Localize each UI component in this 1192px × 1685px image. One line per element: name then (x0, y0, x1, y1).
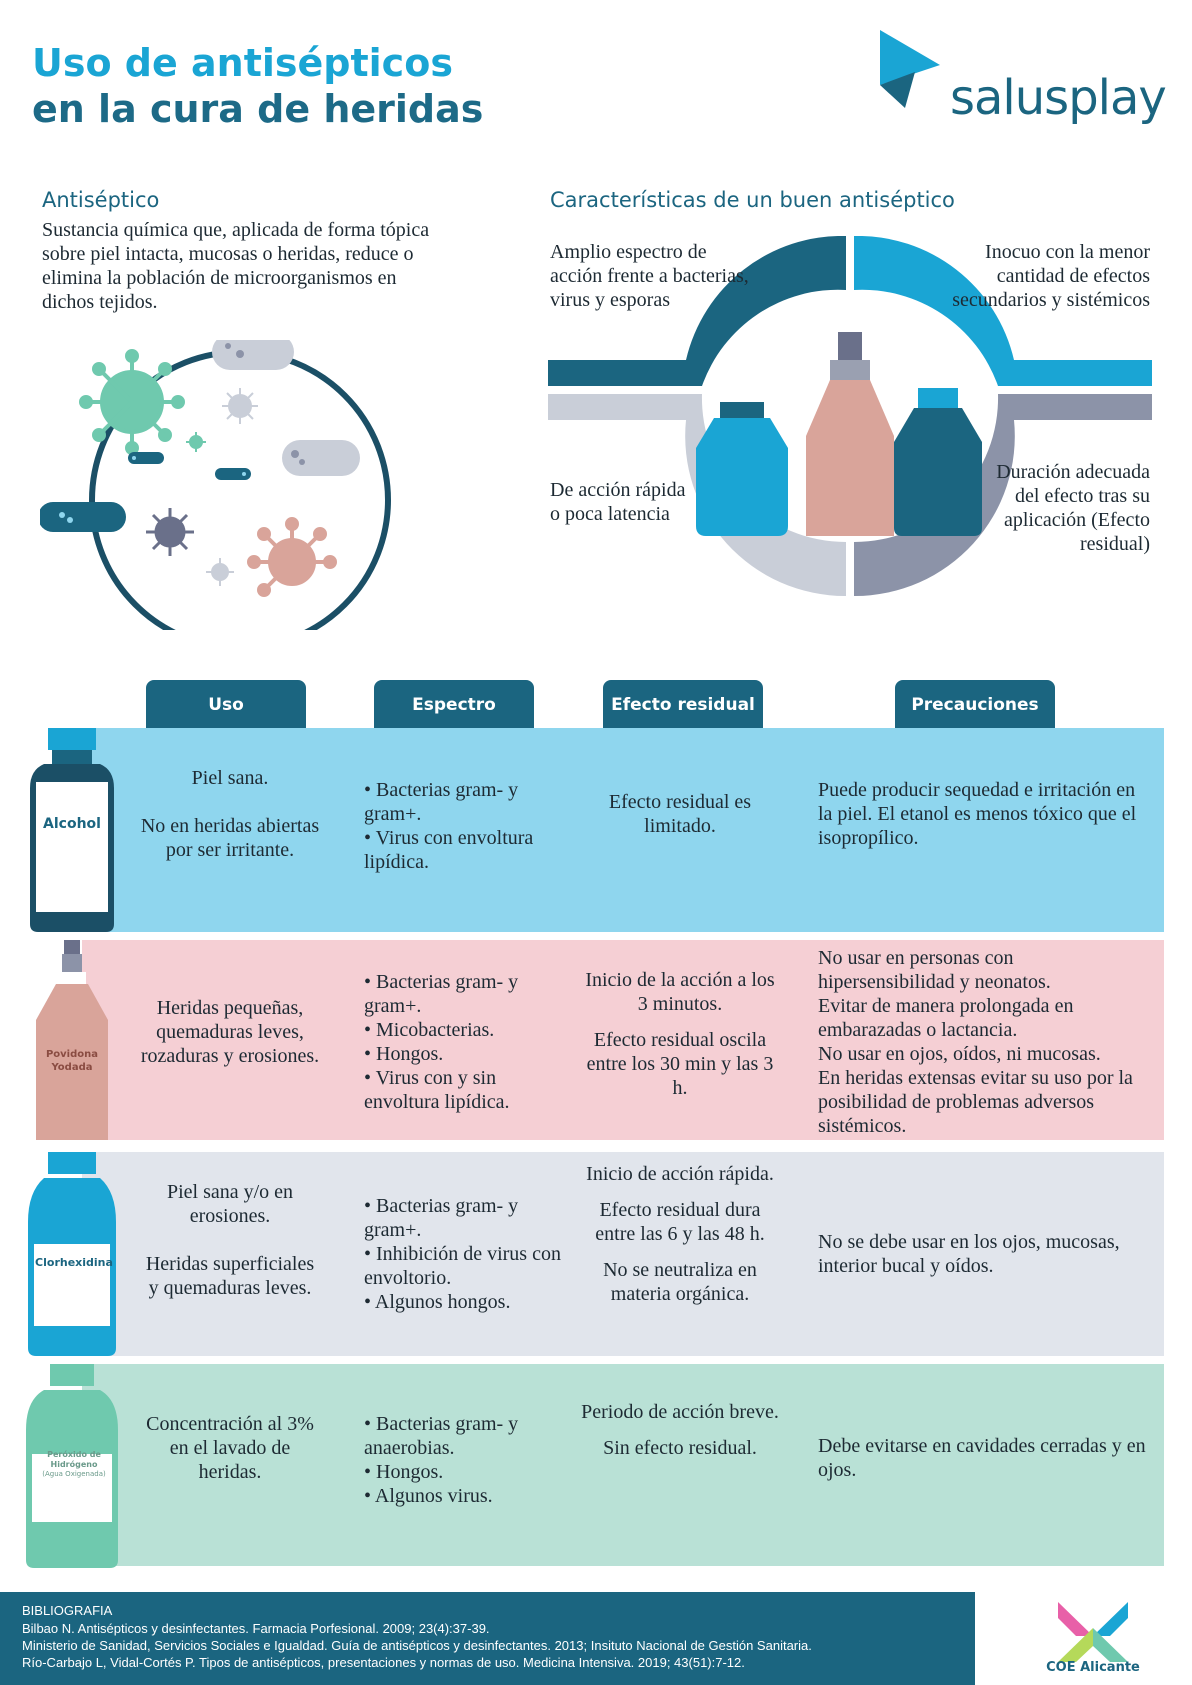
povidona-espectro: • Bacterias gram- y gram+. • Micobacteri… (364, 971, 519, 1113)
alcohol-label: Alcohol (43, 816, 101, 832)
table-row-alcohol (82, 728, 1164, 932)
bibliography-ref-2: Ministerio de Sanidad, Servicios Sociale… (22, 1638, 812, 1653)
clorhexidina-label: Clorhexidina (35, 1256, 113, 1269)
clorhexidina-espectro: • Bacterias gram- y gram+. • Inhibición … (364, 1195, 561, 1313)
alcohol-uso: Piel sana. No en heridas abiertas por se… (140, 767, 320, 861)
tab-efecto-residual: Efecto residual (603, 680, 763, 730)
characteristic-spectrum: Amplio espectro de acción frente a bacte… (550, 241, 749, 311)
characteristics-heading: Características de un buen antiséptico (550, 188, 955, 212)
alcohol-espectro: • Bacterias gram- y gram+. • Virus con e… (364, 779, 534, 873)
bibliography: BIBLIOGRAFIA Bilbao N. Antisépticos y de… (0, 1592, 975, 1685)
small-virus-icon (222, 388, 258, 424)
gray-virus-icon (146, 508, 194, 556)
definition-body: Sustancia química que, aplicada de forma… (42, 219, 430, 313)
tab-precauciones: Precauciones (895, 680, 1055, 730)
tiny-virus-icon (186, 432, 206, 452)
table-row-clorhexidina (82, 1152, 1164, 1356)
peroxido-espectro: • Bacterias gram- y anaerobias. • Hongos… (364, 1413, 519, 1507)
table-row-peroxido (82, 1364, 1164, 1566)
peroxido-label-name: Peróxido de Hidrógeno (47, 1450, 101, 1469)
povidona-bottle-icon (36, 940, 108, 1140)
title-line-1: Uso de antisépticos (32, 41, 453, 85)
clorhexidina-uso: Piel sana y/o en erosiones. Heridas supe… (145, 1181, 315, 1299)
alcohol-efecto: Efecto residual es limitado. (608, 791, 752, 837)
alcohol-bottle-icon (30, 728, 114, 932)
bibliography-ref-3: Río-Carbajo L, Vidal-Cortés P. Tipos de … (22, 1655, 745, 1670)
peroxido-precauciones: Debe evitarse en cavidades cerradas y en… (818, 1435, 1146, 1481)
clorhexidina-precauciones: No se debe usar en los ojos, mucosas, in… (818, 1231, 1120, 1277)
pink-virus-icon (247, 517, 337, 597)
povidona-precauciones: No usar en personas con hipersensibilida… (818, 947, 1133, 1137)
clorhexidina-bottle-icon (28, 1152, 116, 1356)
microorganisms-illustration (40, 340, 391, 630)
title-line-2: en la cura de heridas (32, 87, 484, 131)
light-virus-icon (206, 558, 234, 586)
characteristic-fast-action: De acción rápida o poca latencia (550, 479, 686, 525)
coe-alicante-logo-icon (1058, 1602, 1128, 1662)
tab-uso: Uso (146, 680, 306, 730)
bottles-icon (696, 332, 982, 536)
salusplay-logo-icon (880, 30, 940, 108)
alcohol-precauciones: Puede producir sequedad e irritación en … (818, 779, 1137, 849)
table-row-povidona (82, 940, 1164, 1140)
povidona-efecto: Inicio de la acción a los 3 minutos. Efe… (585, 969, 775, 1099)
povidona-uso: Heridas pequeñas, quemaduras leves, roza… (140, 997, 320, 1067)
characteristics-ring-illustration (548, 236, 1152, 596)
bibliography-ref-1: Bilbao N. Antisépticos y desinfectantes.… (22, 1621, 490, 1636)
clorhexidina-efecto: Inicio de acción rápida. Efecto residual… (586, 1163, 774, 1305)
peroxido-label: Peróxido de Hidrógeno (Agua Oxigenada) (32, 1450, 116, 1479)
coe-alicante-label: COE Alicante (1046, 1660, 1140, 1675)
bibliography-heading: BIBLIOGRAFIA (22, 1603, 113, 1618)
characteristic-residual: Duración adecuada del efecto tras su apl… (996, 461, 1150, 555)
peroxido-efecto: Periodo de acción breve. Sin efecto resi… (581, 1401, 779, 1459)
green-virus-icon (79, 349, 185, 455)
page-title: Uso de antisépticos en la cura de herida… (32, 40, 483, 132)
povidona-label: Povidona Yodada (45, 1049, 99, 1073)
characteristic-innocuous: Inocuo con la menor cantidad de efectos … (952, 241, 1150, 311)
tab-espectro: Espectro (374, 680, 534, 730)
peroxido-label-sub: (Agua Oxigenada) (42, 1470, 106, 1478)
brand-name: salusplay (950, 70, 1167, 126)
peroxido-uso: Concentración al 3% en el lavado de heri… (146, 1413, 314, 1483)
definition-heading: Antiséptico (42, 188, 160, 212)
peroxido-bottle-icon (26, 1364, 118, 1568)
